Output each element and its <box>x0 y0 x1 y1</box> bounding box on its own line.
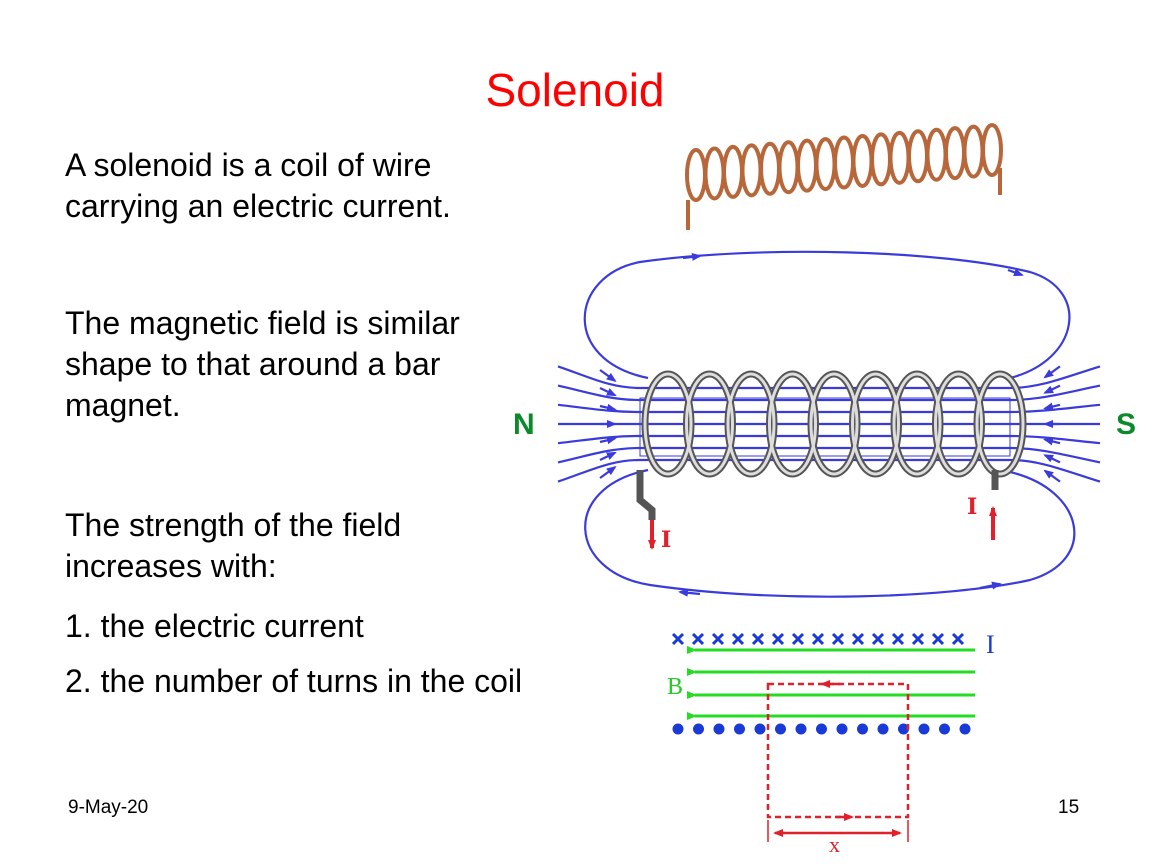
current-out-of-page-dot <box>754 723 766 735</box>
text-line: increases with: <box>65 548 277 584</box>
field-line-top-loop <box>583 250 1071 380</box>
text-line: The magnetic field is similar <box>65 305 460 341</box>
coil-loop <box>759 141 781 196</box>
field-line <box>557 365 1101 390</box>
current-into-page-cross <box>911 632 925 646</box>
coil-loop <box>777 140 800 195</box>
paragraph-field-shape: The magnetic field is similar shape to t… <box>65 303 460 426</box>
current-out-of-page-dot <box>775 723 786 735</box>
current-into-page-cross <box>671 632 685 646</box>
ampere-loop-diagram <box>671 632 975 842</box>
text-line: carrying an electric current. <box>65 188 451 224</box>
amperian-loop <box>766 682 910 819</box>
text-line: shape to that around a bar <box>65 346 441 382</box>
south-pole-label: S <box>1116 408 1137 441</box>
copper-coil-illustration <box>685 123 1003 230</box>
current-into-page-cross <box>711 632 725 646</box>
coil-loop <box>833 135 855 190</box>
slide-title: Solenoid <box>485 64 665 116</box>
current-out-of-page-dot <box>959 723 971 735</box>
coil-loop <box>740 143 763 198</box>
coil-loop <box>722 144 744 199</box>
field-line <box>557 384 1101 402</box>
text-line: magnet. <box>65 387 181 423</box>
current-into-page-cross <box>891 632 905 646</box>
list-item-turns: 2. the number of turns in the coil <box>65 663 523 699</box>
coil-loop <box>907 129 929 184</box>
field-line <box>557 446 1101 464</box>
field-line-bottom-loop <box>584 468 1076 598</box>
coil-loop <box>962 124 985 179</box>
north-pole-label: N <box>513 408 535 441</box>
coil-loop <box>703 146 726 201</box>
current-label-sheet: I <box>986 630 995 659</box>
current-into-page-cross <box>951 632 965 646</box>
current-into-page-cross <box>871 632 885 646</box>
current-out-of-page-dot <box>795 723 807 735</box>
footer-date: 9-May-20 <box>68 797 149 818</box>
coil-loop <box>925 127 948 182</box>
current-out-of-page-dot <box>918 723 930 735</box>
coil-loop <box>851 133 874 188</box>
current-label-right: I <box>967 494 978 520</box>
coil-loop <box>814 137 837 192</box>
paragraph-definition: A solenoid is a coil of wire carrying an… <box>65 145 451 227</box>
text-line: A solenoid is a coil of wire <box>65 147 432 183</box>
current-into-page-cross <box>791 632 805 646</box>
text-line: The strength of the field <box>65 507 402 543</box>
current-out-of-page-dot <box>898 723 909 735</box>
current-out-of-page-dot <box>939 723 950 735</box>
coil-loop <box>870 132 892 187</box>
current-out-of-page-dot <box>734 723 745 735</box>
current-into-page-cross <box>851 632 865 646</box>
coil-loop <box>888 130 911 185</box>
field-line <box>557 403 1101 414</box>
current-out-of-page-dot <box>816 723 827 735</box>
current-into-page-cross <box>731 632 745 646</box>
coil-loop <box>796 138 818 193</box>
current-out-of-page-dot <box>857 723 868 735</box>
coil-loop <box>981 123 1003 177</box>
current-out-of-page-dot <box>877 723 889 735</box>
current-out-of-page-dot <box>713 723 725 735</box>
field-label-b: B <box>667 674 684 700</box>
current-into-page-cross <box>931 632 945 646</box>
field-line <box>557 434 1101 445</box>
current-into-page-cross <box>811 632 825 646</box>
page-number: 15 <box>1058 797 1080 818</box>
current-into-page-cross <box>751 632 765 646</box>
current-label-left: I <box>661 527 672 553</box>
current-into-page-cross <box>691 632 705 646</box>
current-out-of-page-dot <box>836 723 848 735</box>
loop-width-label: x <box>829 832 840 857</box>
paragraph-strength: The strength of the field increases with… <box>65 505 401 587</box>
list-item-current: 1. the electric current <box>65 608 364 644</box>
coil-loop <box>944 126 966 181</box>
current-into-page-cross <box>771 632 785 646</box>
current-out-of-page-dot <box>693 723 704 735</box>
magnetic-field-diagram <box>557 250 1101 598</box>
current-into-page-cross <box>831 632 845 646</box>
coil-loop <box>685 148 707 202</box>
field-line <box>557 458 1101 483</box>
current-out-of-page-dot <box>672 723 684 735</box>
